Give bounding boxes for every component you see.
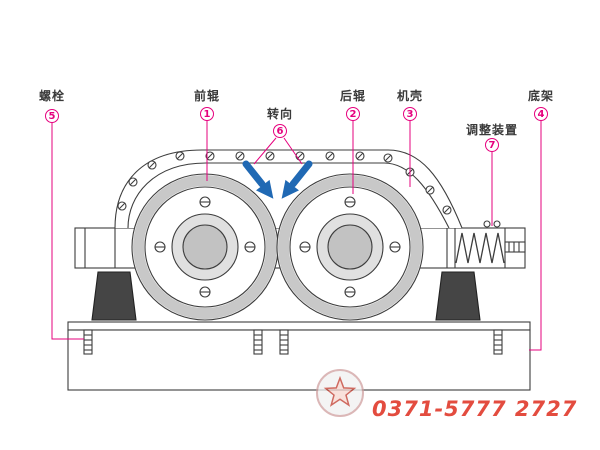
badge-front-roller: 1 (200, 107, 214, 121)
badge-casing: 3 (403, 107, 417, 121)
rear-roller (276, 173, 424, 321)
left-bearing-mount (91, 271, 137, 321)
leader-lines (51, 121, 542, 351)
badge-base: 4 (534, 107, 548, 121)
badge-rotation: 6 (273, 124, 287, 138)
watermark-phone: 0371-5777 2727 (372, 397, 578, 421)
label-front-roller: 前辊 (193, 89, 221, 103)
rotation-arrow-left (242, 160, 274, 199)
label-bolt: 螺栓 (38, 89, 66, 103)
label-casing: 机壳 (396, 89, 424, 103)
anchor-stud (253, 329, 263, 355)
anchor-stud (493, 329, 503, 355)
rotation-arrow-right (281, 160, 313, 199)
label-adjuster: 调整装置 (465, 123, 519, 137)
rotation-arrows (242, 160, 313, 199)
label-rear-roller: 后辊 (339, 89, 367, 103)
right-bearing-mount (435, 271, 481, 321)
casing-screws (117, 151, 452, 215)
base-frame (67, 321, 531, 391)
anchor-stud (279, 329, 289, 355)
label-rotation: 转向 (266, 107, 294, 121)
badge-adjuster: 7 (485, 138, 499, 152)
adjustment-device (446, 220, 526, 268)
watermark-logo (316, 369, 364, 417)
label-base: 底架 (527, 89, 555, 103)
badge-rear-roller: 2 (346, 107, 360, 121)
badge-bolt: 5 (45, 109, 59, 123)
front-roller (131, 173, 279, 321)
anchor-stud (83, 329, 93, 355)
